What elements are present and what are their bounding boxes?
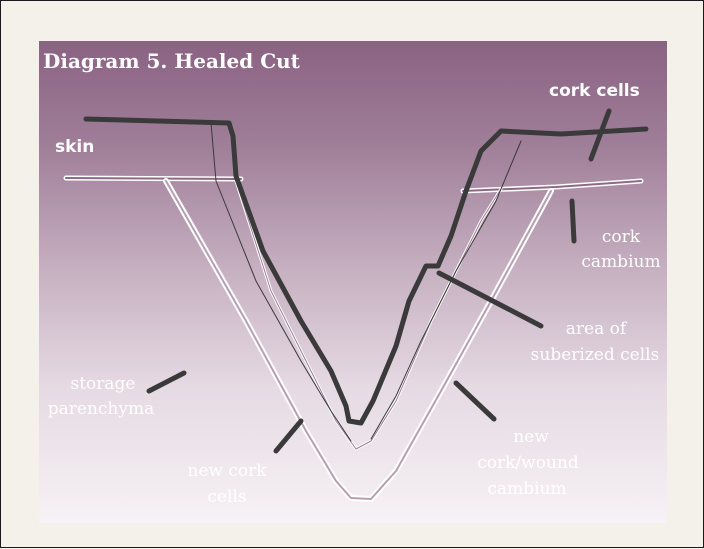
label-cork-cambium-line2: cambium — [581, 252, 661, 273]
label-wound-line1: new — [501, 427, 561, 448]
label-suberized-line1: area of — [546, 319, 646, 340]
label-storage-line1: storage — [63, 374, 143, 395]
pointer-cork-cells — [591, 111, 609, 159]
label-storage-line2: parenchyma — [41, 399, 161, 420]
pointer-wound-cambium — [456, 383, 494, 419]
label-suberized-line2: suberized cells — [515, 345, 675, 366]
label-new-cork-cells-line1: new cork — [177, 461, 277, 482]
label-cork-cambium-line1: cork — [591, 227, 651, 248]
pointer-suberized — [439, 273, 541, 326]
pointer-new-cork-cells — [276, 421, 301, 451]
label-skin: skin — [55, 137, 94, 158]
label-cork-cells: cork cells — [549, 81, 640, 102]
outer-v-line-inner — [166, 181, 551, 499]
label-new-cork-cells-line2: cells — [197, 487, 257, 508]
pointer-cork-cambium — [572, 201, 574, 241]
diagram-title: Diagram 5. Healed Cut — [43, 49, 300, 73]
pointer-storage — [149, 373, 184, 391]
outer-v-line-outer — [166, 181, 551, 499]
label-wound-line2: cork/wound — [463, 453, 593, 474]
label-wound-line3: cambium — [477, 479, 577, 500]
left-skin-line-inner — [66, 178, 241, 179]
